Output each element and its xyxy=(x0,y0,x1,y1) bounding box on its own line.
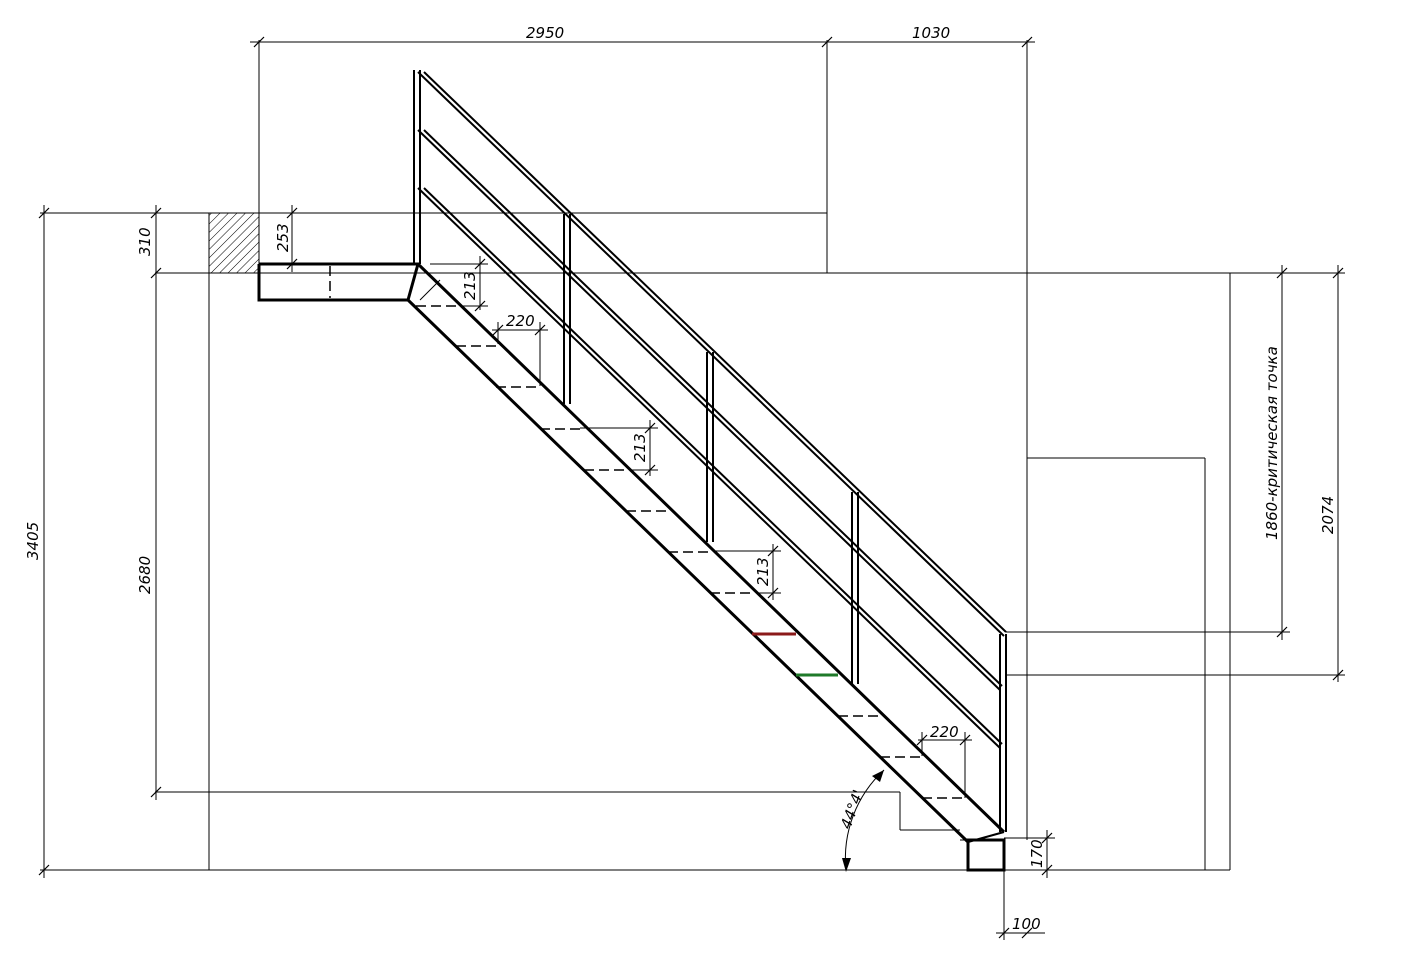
dim-213-3: 213 xyxy=(754,557,772,586)
dim-220-1: 220 xyxy=(506,312,535,330)
dim-253: 253 xyxy=(274,223,292,252)
dim-2680: 2680 xyxy=(136,556,154,594)
dim-2074: 2074 xyxy=(1319,496,1337,534)
dim-220-2: 220 xyxy=(930,723,959,741)
dim-2950: 2950 xyxy=(526,24,564,42)
dim-3405: 3405 xyxy=(24,522,42,560)
dim-1030: 1030 xyxy=(912,24,950,42)
dimension-labels: 2950 1030 3405 310 2680 253 213 220 213 … xyxy=(24,24,1337,933)
handrail xyxy=(413,70,1007,832)
step-treads xyxy=(416,305,964,799)
base-plate xyxy=(960,838,1006,872)
dim-critical-point: 1860-критическая точка xyxy=(1263,346,1281,540)
dim-170: 170 xyxy=(1028,839,1046,868)
dim-213-2: 213 xyxy=(631,433,649,462)
stringer xyxy=(406,262,1006,844)
dimension-lines xyxy=(38,36,1345,940)
dim-310: 310 xyxy=(136,227,154,256)
dim-100: 100 xyxy=(1012,915,1041,933)
dim-angle: 44°4' xyxy=(837,787,868,831)
wall-slab-hatched xyxy=(208,212,260,274)
dim-213-1: 213 xyxy=(461,271,479,300)
top-landing xyxy=(257,262,420,302)
